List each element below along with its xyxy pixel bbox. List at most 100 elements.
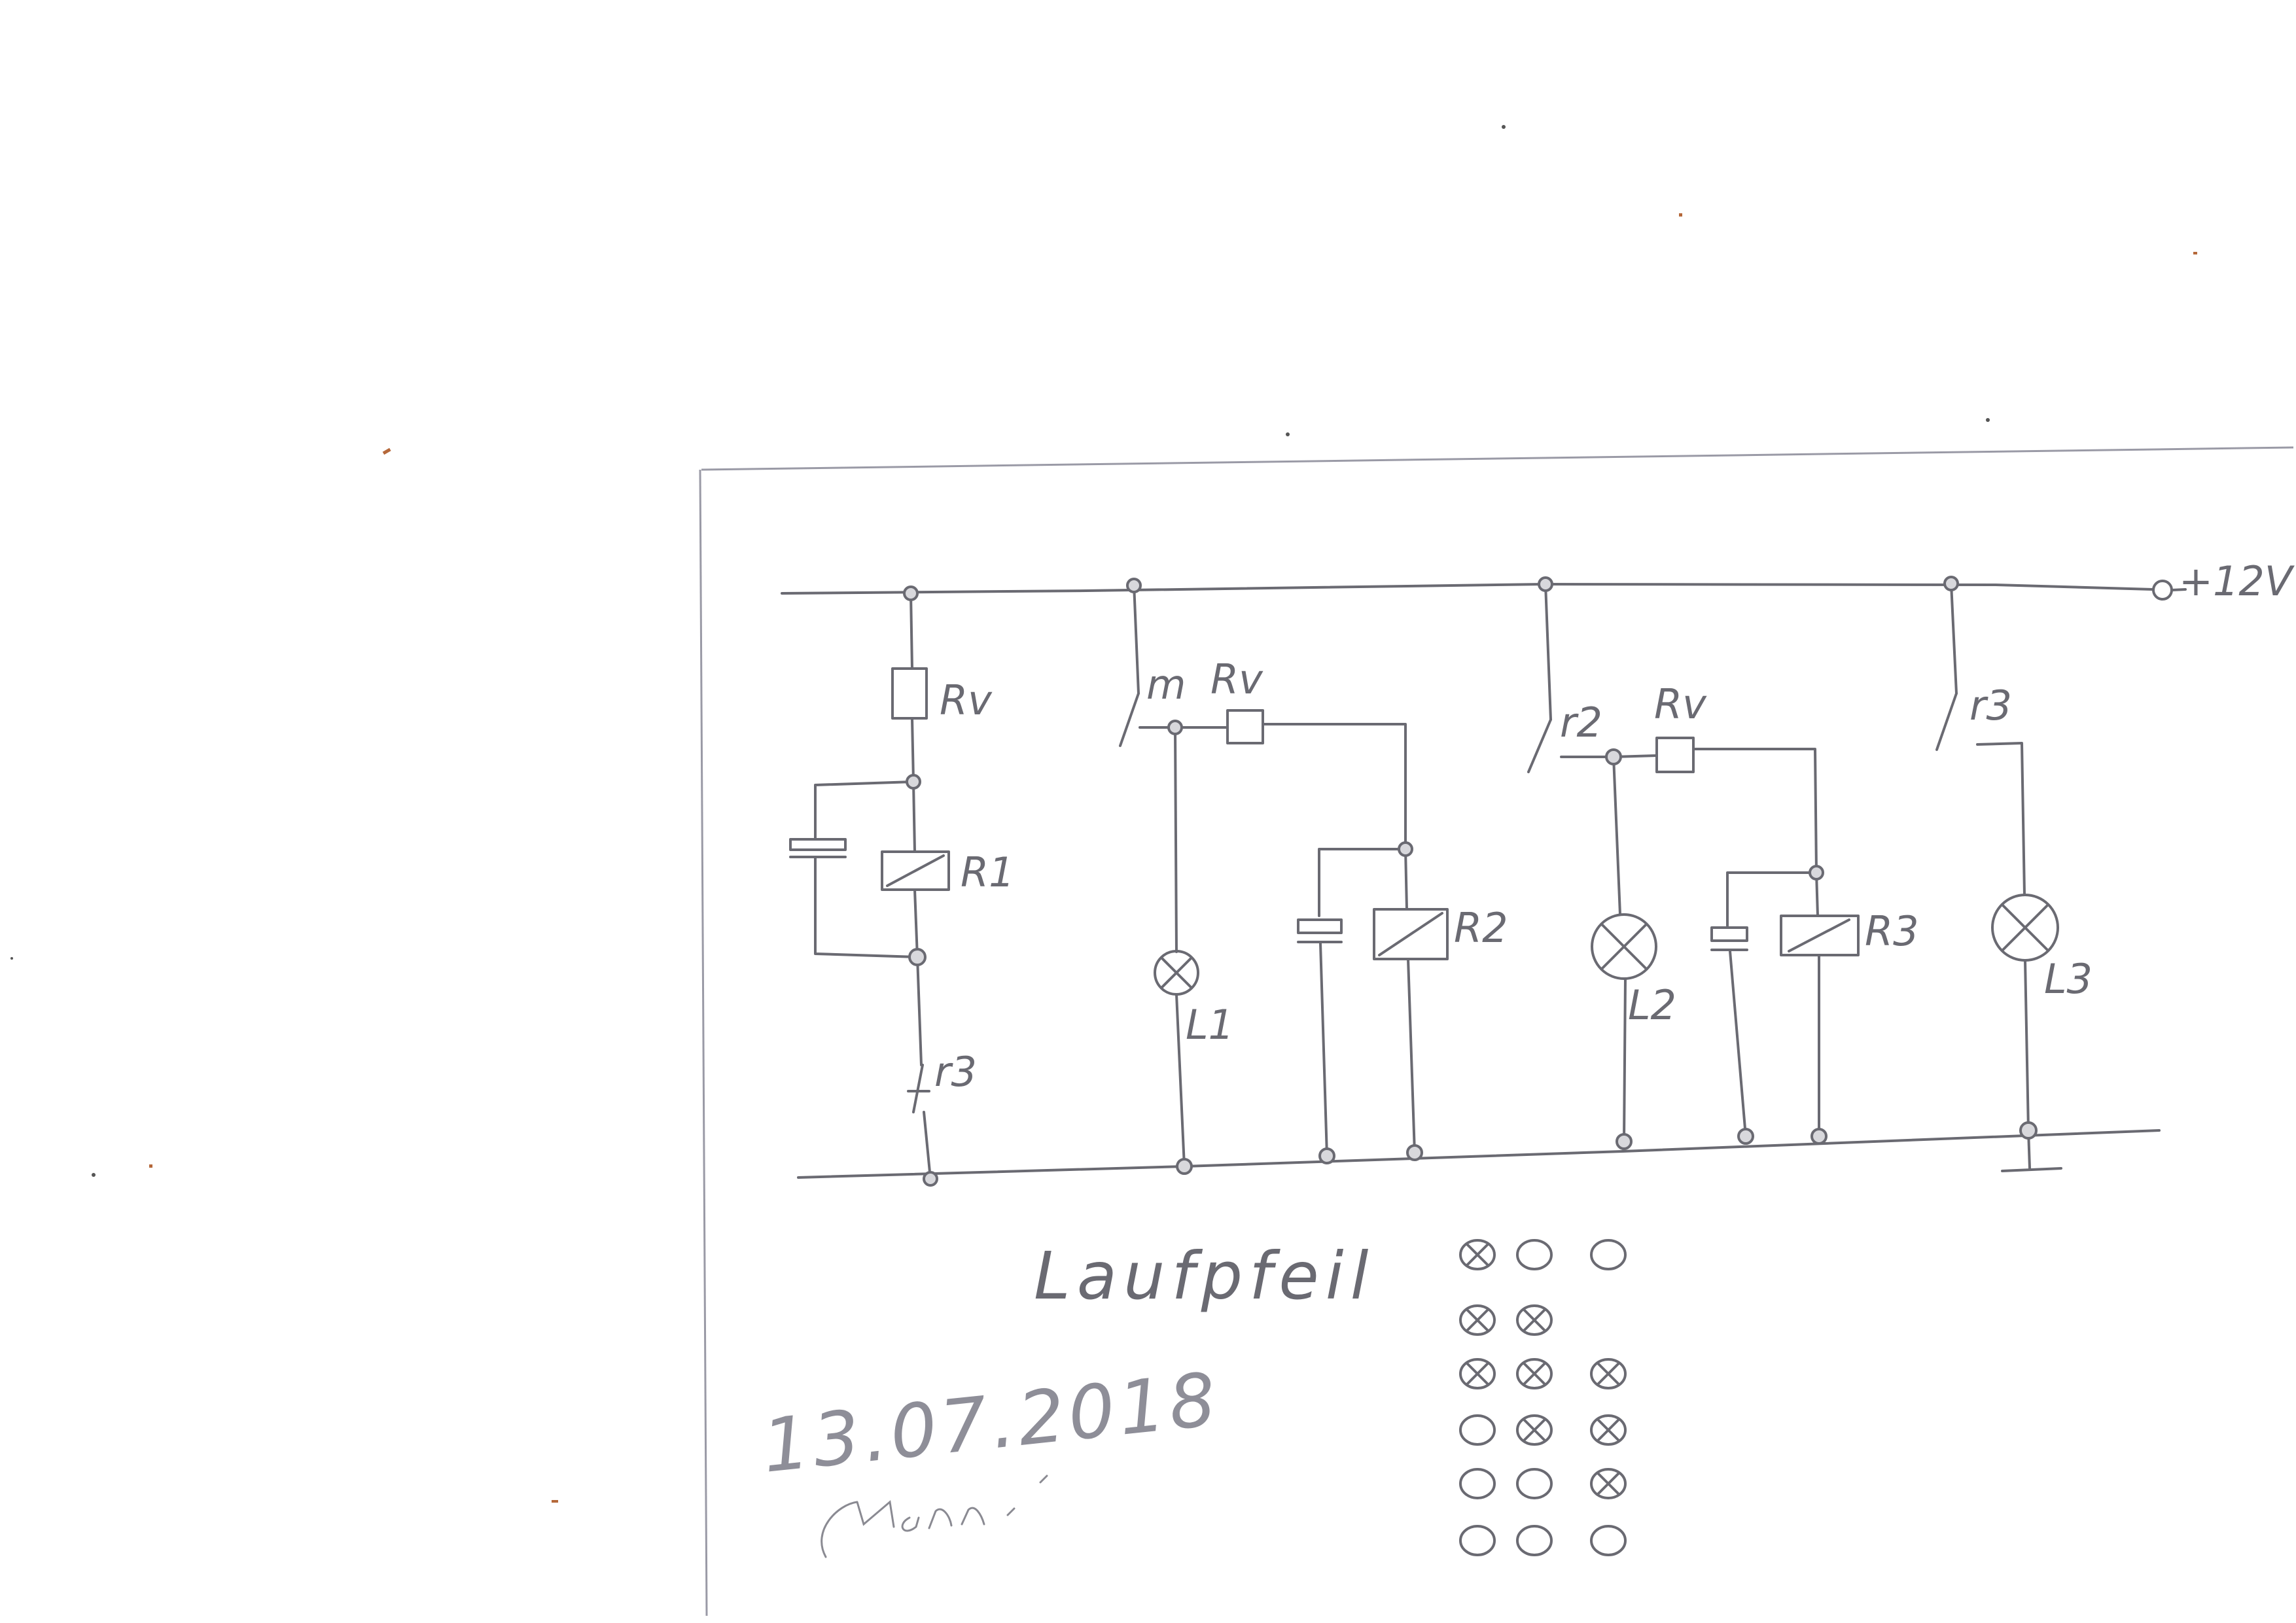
paper-left-edge	[699, 469, 708, 1616]
speck	[1286, 432, 1290, 436]
lamp-cross-b	[1522, 1418, 1547, 1442]
relay-coil-3-mark	[1788, 918, 1850, 952]
wire	[1976, 742, 2026, 896]
relay-coil-3-label: R3	[1865, 907, 1919, 955]
cap-1-top-wire	[814, 780, 915, 841]
node	[1616, 1133, 1633, 1150]
lamp-off-icon	[1590, 1239, 1627, 1270]
node	[1167, 720, 1183, 735]
lamp-off-icon	[1516, 1468, 1553, 1499]
series-resistor-1-label: Rv	[940, 676, 993, 724]
node	[1126, 578, 1142, 593]
lamp-cross-b	[1596, 1361, 1621, 1386]
lamp-on-icon	[1590, 1468, 1627, 1499]
series-resistor-1	[891, 667, 928, 720]
cap-2-top-wire	[1318, 848, 1407, 917]
wire	[1133, 583, 1140, 695]
series-resistor-3	[1655, 737, 1695, 773]
date-label: 13.07.2018	[758, 1357, 1224, 1490]
series-resistor-2	[1226, 709, 1264, 744]
lamp-circle	[1590, 1358, 1627, 1389]
lamp-cross-b	[1465, 1308, 1490, 1333]
wire	[1729, 950, 1747, 1138]
capacitor-1	[789, 838, 847, 851]
branch-relay-2: m Rv L1 R2	[1119, 578, 1508, 1175]
wire	[1404, 848, 1408, 911]
sequence-table: Laufpfeil	[1034, 1238, 1627, 1556]
branch-relay-3: r2 Rv L2 R3	[1527, 576, 1919, 1150]
lamp-off-icon	[1459, 1525, 1496, 1556]
supply-voltage-label: +12V	[2179, 557, 2295, 605]
speck	[1986, 418, 1990, 422]
wire	[1623, 977, 1627, 1143]
series-resistor-2-label: Rv	[1210, 655, 1263, 703]
lamp-off-icon	[1516, 1239, 1553, 1270]
branch-lamp-3: r3 L3	[1935, 576, 2093, 1172]
speck	[2193, 252, 2197, 254]
wire	[911, 717, 915, 783]
speck	[1679, 213, 1682, 217]
relay-coil-2-label: R2	[1454, 904, 1508, 952]
lamp-circle	[1516, 1239, 1553, 1270]
cap-3-top-wire	[1726, 871, 1818, 927]
node	[1538, 576, 1553, 592]
wire	[1319, 942, 1328, 1157]
node	[923, 1171, 938, 1187]
speck	[1502, 125, 1506, 129]
contact-r3-no-label: r3	[1969, 682, 2012, 729]
wire	[1950, 582, 1958, 695]
lamp-circle	[1459, 1414, 1496, 1446]
lamp-cross-b	[1522, 1308, 1547, 1333]
node	[908, 948, 927, 966]
wire	[1544, 583, 1552, 721]
speck	[149, 1164, 152, 1168]
series-resistor-3-label: Rv	[1654, 680, 1707, 728]
lamp-on-icon	[1590, 1358, 1627, 1389]
lamp-circle	[1516, 1468, 1553, 1499]
speck	[552, 1500, 558, 1503]
node	[1809, 865, 1824, 881]
cap-1-bottom-wire	[814, 857, 919, 958]
paper-top-edge	[701, 446, 2294, 471]
node	[1810, 1128, 1828, 1145]
contact-r3-nc-blade	[912, 1064, 924, 1113]
wire	[1262, 723, 1407, 850]
node	[1605, 748, 1622, 765]
lamp-circle	[1516, 1358, 1553, 1389]
node	[2019, 1121, 2038, 1140]
lamp-circle	[1590, 1414, 1627, 1446]
lamp-circle	[1516, 1414, 1553, 1446]
lamp-on-icon	[1590, 1414, 1627, 1446]
lamp-off-icon	[1590, 1525, 1627, 1556]
ground-rail	[797, 1129, 2161, 1179]
wire	[910, 592, 913, 670]
ground-symbol	[2001, 1167, 2062, 1172]
lamp-circle	[1516, 1304, 1553, 1336]
lamp-3-cross-b	[2001, 903, 2049, 952]
node	[1943, 576, 1959, 591]
sequence-title: Laufpfeil	[1034, 1238, 1375, 1314]
node	[1318, 1147, 1335, 1164]
lamp-1-cross-b	[1160, 956, 1193, 989]
wire	[1407, 958, 1416, 1154]
lamp-circle	[1459, 1358, 1496, 1389]
sequence-grid	[1459, 1239, 1627, 1556]
contact-r2-label: r2	[1560, 699, 1602, 746]
contact-r2-blade	[1527, 718, 1552, 773]
lamp-on-icon	[1516, 1414, 1553, 1446]
wire	[2024, 959, 2030, 1132]
lamp-3-label: L3	[2044, 955, 2093, 1003]
node	[1176, 1158, 1193, 1175]
speck	[382, 447, 391, 455]
lamp-circle	[1459, 1304, 1496, 1336]
lamp-on-icon	[1516, 1304, 1553, 1336]
speck	[92, 1173, 96, 1177]
wire	[1692, 748, 1818, 874]
node	[1398, 841, 1413, 857]
lamp-2-label: L2	[1628, 981, 1676, 1029]
wire	[1174, 726, 1178, 953]
relay-coil-2-mark	[1378, 912, 1443, 956]
wire	[916, 956, 923, 1066]
signature-icon	[821, 1475, 1048, 1558]
